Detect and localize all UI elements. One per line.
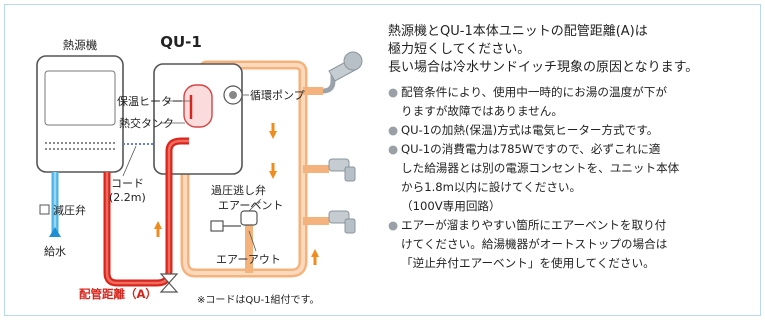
air-vent-label: エアーベント: [218, 199, 283, 212]
flow-arrows: [154, 123, 319, 265]
water-supply-label: 給水: [44, 244, 66, 258]
circulation-pump-core: [229, 91, 237, 99]
water-supply-arrow: [49, 227, 61, 237]
air-out-leader: [248, 230, 257, 252]
note-line: 配管条件により、使用中一時的にお湯の温度が下が: [401, 85, 667, 99]
notes-list: ● 配管条件により、使用中一時的にお湯の温度が下が りますが故障ではありません。…: [388, 83, 763, 273]
heat-source-label: 熱源機: [63, 38, 98, 52]
flow-arrow-down-2: [269, 171, 277, 179]
note-line: エアーが溜まりやすい箇所にエアーベントを取り付: [401, 218, 667, 232]
note-item: ● 配管条件により、使用中一時的にお湯の温度が下が りますが故障ではありません。: [388, 83, 763, 121]
bullet-icon: ●: [388, 142, 399, 156]
note-line: けてください。給湯機器がオートストップの場合は: [401, 237, 668, 251]
cord-label: コード: [111, 177, 144, 190]
check-valve-icon: [159, 273, 179, 293]
note-item: ● QU-1の消費電力は785Wですので、必ずこれに適 した給湯器とは別の電源コ…: [388, 140, 763, 216]
flow-arrow-up-2: [311, 249, 319, 257]
note-item: ● QU-1の加熱(保温)方式は電気ヒーター方式です。: [388, 121, 763, 140]
piping-diagram: 熱源機 QU-1 保温ヒーター 熱交タンク 循環ポンプ 減圧弁 コード (2.2…: [11, 11, 366, 311]
intro-line: 熱源機とQU-1本体ユニットの配管距離(A)は: [388, 24, 648, 39]
content-frame: 熱源機 QU-1 保温ヒーター 熱交タンク 循環ポンプ 減圧弁 コード (2.2…: [4, 4, 761, 316]
pressure-reducing-valve-label: 減圧弁: [53, 203, 86, 217]
shower-head-icon: [322, 51, 363, 94]
note-line: した給湯器とは別の電源コンセントを、ユニット本体: [401, 161, 680, 175]
air-out-label: エアーアウト: [216, 253, 281, 266]
intro-line: 極力短くしてください。: [388, 42, 531, 57]
intro-line: 長い場合は冷水サンドイッチ現象の原因となります。: [388, 60, 699, 75]
bullet-icon: ●: [388, 218, 399, 232]
cord-leader: [122, 145, 137, 177]
note-line: りますが故障ではありません。: [401, 104, 563, 118]
cord-length-label: (2.2m): [109, 191, 146, 204]
flow-arrow-down-1: [269, 131, 277, 139]
heat-exchange-tank-label: 熱交タンク: [119, 116, 174, 130]
faucet-icon-2: [328, 210, 356, 234]
note-line: QU-1の加熱(保温)方式は電気ヒーター方式です。: [401, 123, 659, 137]
heat-exchange-tank: [183, 84, 213, 128]
flow-arrow-up-1: [154, 221, 162, 229]
air-vent-icon: [240, 210, 258, 226]
air-vent-leader: [248, 198, 262, 212]
warming-heater-label: 保温ヒーター: [117, 94, 183, 108]
cord-note: ※コードはQU-1組付です。: [197, 293, 320, 306]
circulation-pump-label: 循環ポンプ: [250, 89, 305, 102]
piping-distance-label: 配管距離（A）: [79, 287, 157, 301]
faucet-icon-1: [328, 158, 356, 182]
piping-diagram-svg: 熱源機 QU-1 保温ヒーター 熱交タンク 循環ポンプ 減圧弁 コード (2.2…: [36, 33, 363, 306]
note-line: 「逆止弁付エアーベント」を使用してください。: [401, 256, 655, 270]
explanation-text: 熱源機とQU-1本体ユニットの配管距離(A)は 極力短くしてください。 長い場合…: [388, 23, 763, 273]
note-line: から1.8m以内に設けてください。: [401, 180, 582, 194]
supply-branch-pipe: [303, 87, 329, 225]
bullet-icon: ●: [388, 85, 399, 99]
pressure-reducing-valve-icon: [39, 204, 50, 215]
note-line: （100V専用回路）: [401, 199, 501, 213]
relief-valve-icon: [210, 220, 224, 232]
note-item: ● エアーが溜まりやすい箇所にエアーベントを取り付 けてください。給湯機器がオー…: [388, 216, 763, 273]
intro-paragraph: 熱源機とQU-1本体ユニットの配管距離(A)は 極力短くしてください。 長い場合…: [388, 23, 763, 77]
overpressure-relief-valve-label: 過圧逃し弁: [211, 183, 266, 197]
bullet-icon: ●: [388, 123, 399, 137]
note-line: QU-1の消費電力は785Wですので、必ずこれに適: [401, 142, 661, 156]
heat-source-panel: [44, 70, 116, 126]
qu1-title: QU-1: [160, 33, 202, 51]
